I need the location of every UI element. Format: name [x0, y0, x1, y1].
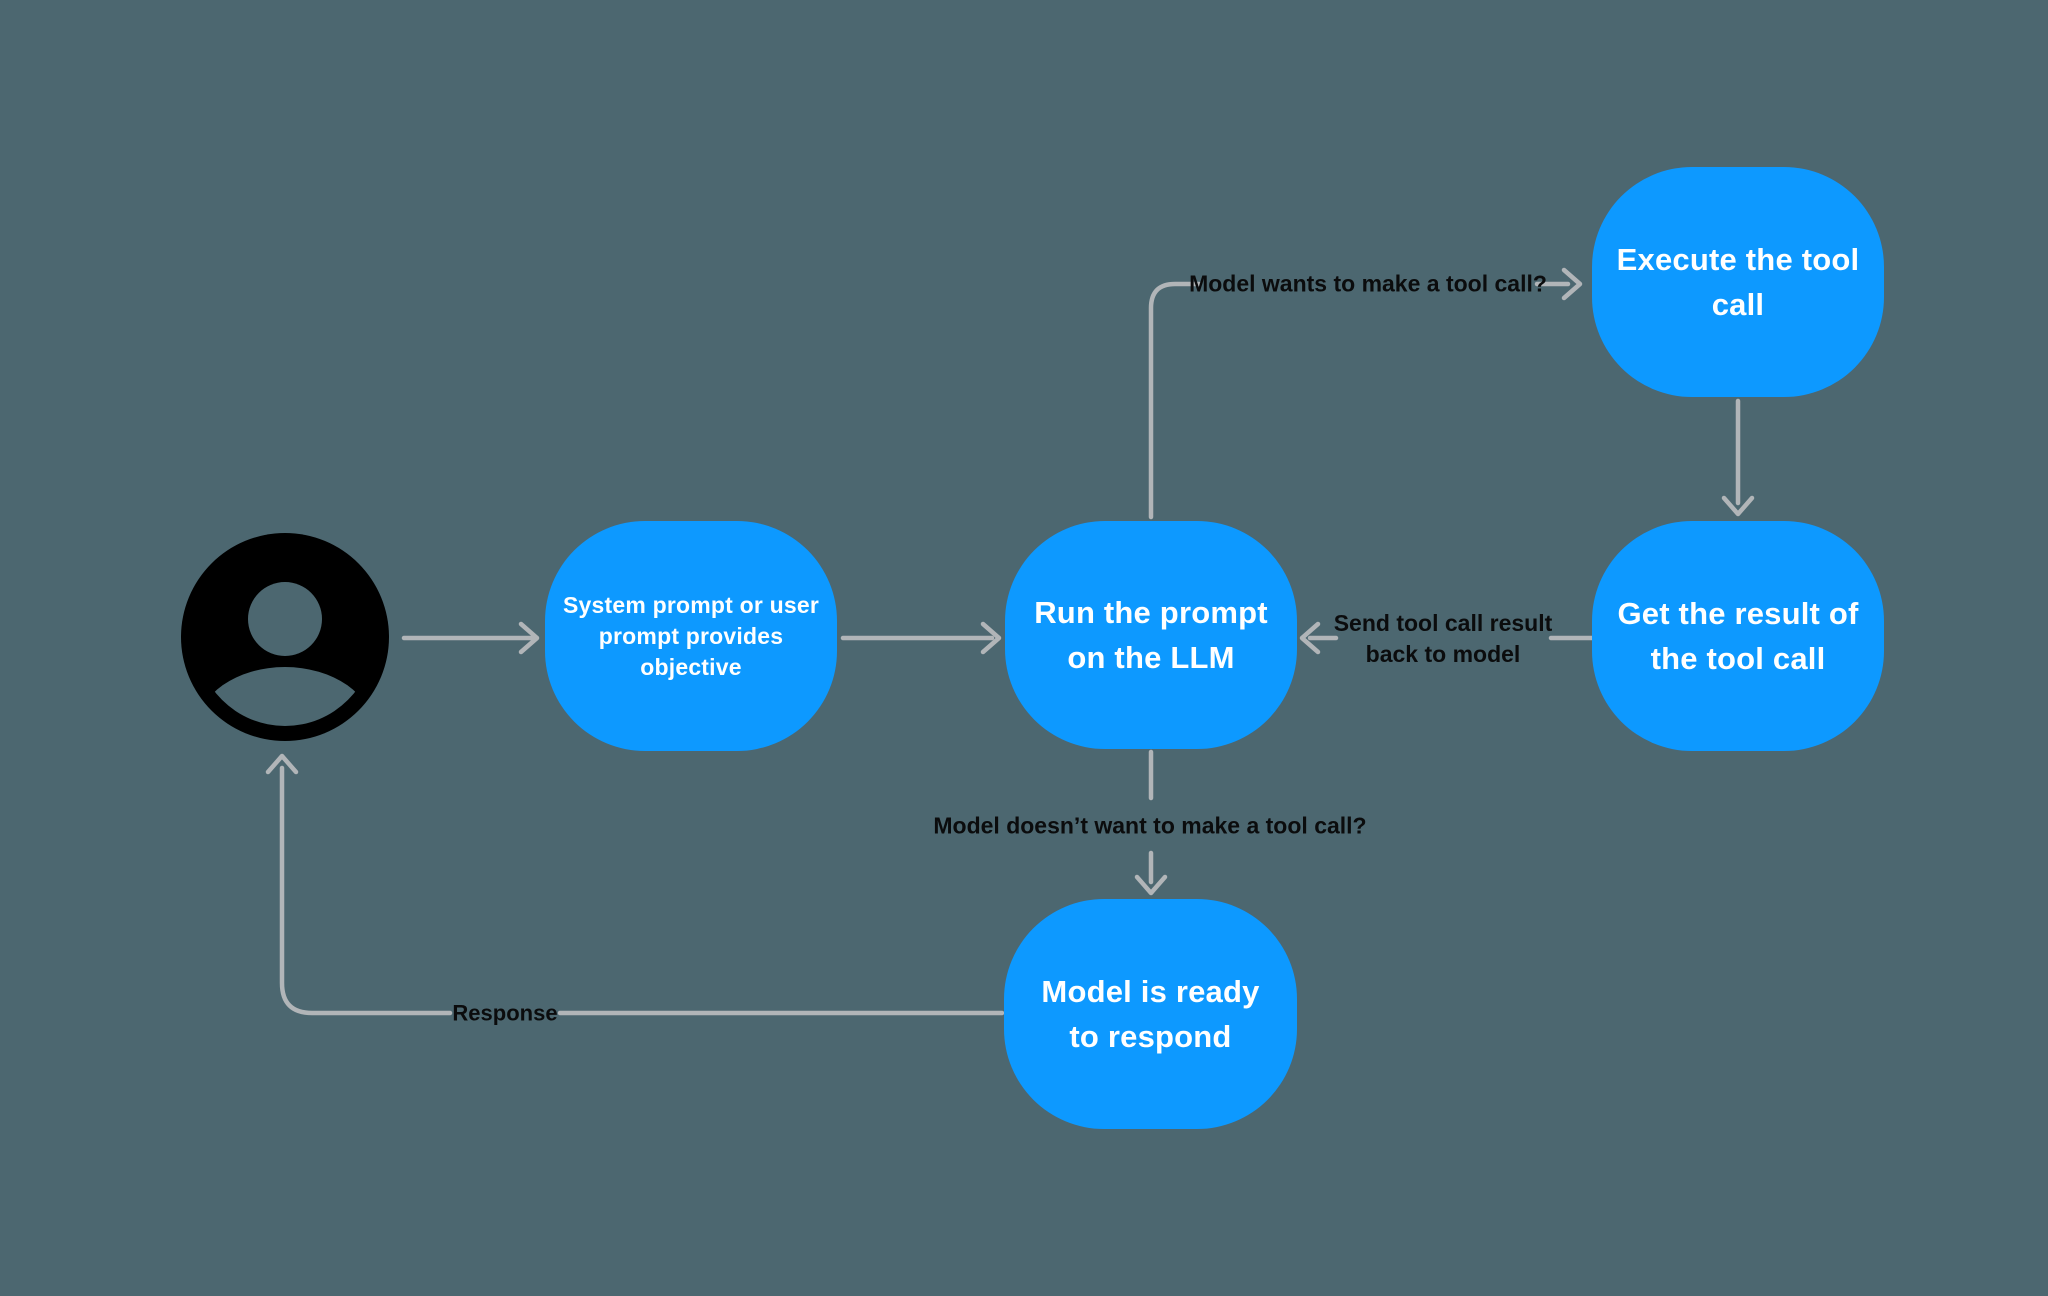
node-get-result-label: Get the result of the tool call [1617, 596, 1859, 676]
avatar-shoulders [197, 667, 373, 726]
node-run-llm-label: Run the prompt on the LLM [1034, 595, 1268, 675]
edge-user-to-objective [401, 621, 540, 655]
node-run-llm: Run the prompt on the LLM [1005, 521, 1297, 749]
edge-objective-to-run [840, 621, 1002, 655]
node-execute-tool-label: Execute the tool call [1616, 242, 1860, 322]
node-objective: System prompt or user prompt provides ob… [545, 521, 837, 751]
edge-get-to-run [1299, 621, 1595, 655]
avatar-head [248, 582, 322, 656]
edge-run-to-execute [1148, 267, 1583, 520]
edge-label-wants-tool-call: Model wants to make a tool call? [1189, 270, 1547, 297]
node-execute-tool: Execute the tool call [1592, 167, 1884, 397]
user-avatar-icon [181, 533, 389, 741]
edge-respond-to-user [265, 753, 1005, 1016]
node-objective-label: System prompt or user prompt provides ob… [563, 591, 819, 680]
edge-label-response: Response [452, 1000, 558, 1026]
edge-label-send-result: Send tool call result back to model [1333, 610, 1553, 667]
node-respond: Model is ready to respond [1004, 899, 1297, 1129]
edge-execute-to-get [1721, 398, 1755, 517]
edge-run-to-respond [1134, 749, 1168, 896]
node-respond-label: Model is ready to respond [1041, 974, 1260, 1054]
node-get-result: Get the result of the tool call [1592, 521, 1884, 751]
edge-label-no-tool-call: Model doesn’t want to make a tool call? [933, 812, 1367, 839]
